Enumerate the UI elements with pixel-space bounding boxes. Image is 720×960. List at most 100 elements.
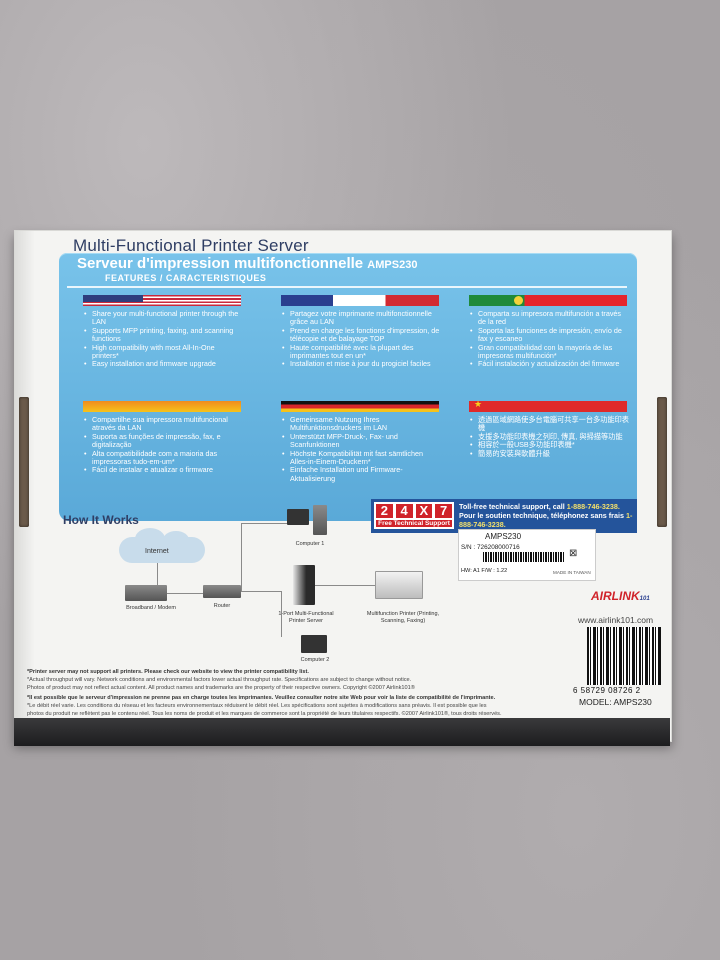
feature-item: Installation et mise à jour du progiciel…: [282, 360, 441, 370]
us-flag-icon: [83, 295, 241, 306]
feature-item: Comparta su impresora multifunción a tra…: [470, 309, 629, 327]
subtitle-text: Serveur d'impression multifonctionnelle: [77, 255, 364, 272]
feature-item: 簡易的安裝與軟體升級: [470, 449, 629, 459]
computer-2-laptop-icon: [301, 635, 327, 653]
feature-item: Fácil instalación y actualización del fi…: [470, 360, 629, 370]
portugal-flag-icon: [469, 295, 627, 306]
features-divider: [67, 286, 627, 288]
feature-item: Share your multi-functional printer thro…: [84, 309, 243, 327]
support-phone-fr: 1-888-746-3238.: [459, 511, 633, 529]
germany-flag-icon: [281, 401, 439, 412]
router-icon: [203, 585, 241, 598]
feature-item: Fácil de instalar e atualizar o firmware: [84, 466, 243, 476]
tech-support-banner: 2 4 X 7 Free Technical Support Toll-free…: [371, 499, 637, 533]
sticker-barcode: [483, 552, 565, 562]
print-server-icon: [293, 565, 315, 605]
fine-print-line: *Il est possible que le serveur d'impres…: [27, 695, 496, 701]
feature-item: Partagez votre imprimante multifonctionn…: [282, 309, 441, 327]
fine-print-line: photos du produit ne reflètent pas le co…: [27, 711, 502, 717]
badge-digit: 7: [435, 504, 452, 518]
fine-print-line: Photos of product may not reflect actual…: [27, 685, 415, 691]
support-line-fr: Pour le soutien technique, téléphonez sa…: [459, 511, 626, 520]
subtitle-model: AMPS230: [367, 259, 418, 271]
computer-2-label: Computer 2: [300, 657, 330, 663]
product-subtitle: Serveur d'impression multifonctionnelle …: [77, 255, 417, 272]
connector-line: [241, 591, 281, 592]
feature-item: Suporta as funções de impressão, fax, e …: [84, 432, 243, 450]
sticker-serial: S/N : 726208000716: [461, 544, 520, 551]
feature-item: Haute compatibilité avec la plupart des …: [282, 343, 441, 361]
connector-line: [241, 523, 287, 524]
feature-column-spanish: Comparta su impresora multifunción a tra…: [469, 295, 629, 369]
website-url: www.airlink101.com: [578, 615, 654, 625]
sticker-made-in: MADE IN TAIWAN: [553, 570, 591, 575]
fine-print-line: *Actual throughput will vary. Network co…: [27, 677, 412, 683]
airlink-sup: 101: [639, 596, 650, 602]
support-line-en: Toll-free technical support, call: [459, 502, 567, 511]
airlink-brand: AIRLINK: [591, 589, 640, 603]
feature-item: 相容於一般USB多功能印表機*: [470, 440, 629, 450]
support-phone-en: 1-888-746-3238.: [566, 502, 620, 511]
weee-bin-icon: ⊠: [569, 548, 578, 559]
fine-print-line: *Le débit réel varie. Les conditions du …: [27, 703, 487, 709]
product-title: Multi-Functional Printer Server: [73, 236, 309, 255]
feature-column-english: Share your multi-functional printer thro…: [83, 295, 243, 369]
features-heading: FEATURES / CARACTERISTIQUES: [105, 273, 267, 283]
modem-label: Broadband / Modem: [126, 605, 176, 611]
badge-digit: 2: [376, 504, 393, 518]
internet-cloud-icon: [119, 528, 205, 563]
router-label: Router: [213, 603, 231, 609]
feature-item: Alta compatibilidade com a maioria das i…: [84, 449, 243, 467]
feature-item: Einfache Installation und Firmware-Aktua…: [282, 466, 441, 483]
box-bottom-edge: [14, 718, 670, 746]
box-left-slot: [19, 397, 29, 527]
model-footer: MODEL: AMPS230: [579, 697, 652, 707]
internet-label: Internet: [145, 548, 169, 555]
feature-column-french: Partagez votre imprimante multifonctionn…: [281, 295, 441, 369]
modem-icon: [125, 585, 167, 601]
24x7-badge: 2 4 X 7 Free Technical Support: [374, 502, 454, 529]
support-text: Toll-free technical support, call 1-888-…: [459, 502, 635, 529]
connector-line: [241, 523, 242, 591]
france-flag-icon: [281, 295, 439, 306]
sticker-model: AMPS230: [485, 532, 522, 541]
feature-item: Gran compatibilidad con la mayoría de la…: [470, 343, 629, 361]
sticker-hw-fw: HW: A1 F/W : 1.22: [461, 568, 508, 574]
connector-line: [167, 593, 203, 594]
feature-item: Unterstützt MFP-Druck-, Fax- und Scanfun…: [282, 432, 441, 450]
feature-item: High compatibility with most All-In-One …: [84, 343, 243, 361]
brazil-flag-icon: [83, 401, 241, 412]
feature-column-german: Gemeinsame Nutzung Ihres Multifunktionsd…: [281, 401, 441, 483]
china-flag-icon: [469, 399, 627, 412]
feature-item: Höchste Kompatibilität mit fast sämtlich…: [282, 449, 441, 467]
feature-item: Gemeinsame Nutzung Ihres Multifunktionsd…: [282, 415, 441, 433]
feature-item: Easy installation and firmware upgrade: [84, 360, 243, 370]
feature-column-chinese: 透過區域網路使多台電腦可共享一台多功能印表機 支援多功能印表機之列印, 傳真, …: [469, 399, 629, 459]
computer-1-tower-icon: [313, 505, 327, 535]
feature-item: Prend en charge les fonctions d'impressi…: [282, 326, 441, 344]
product-box: Multi-Functional Printer Server Serveur …: [14, 230, 672, 742]
airlink-logo: AIRLINK101: [591, 589, 650, 603]
connector-line: [315, 585, 375, 586]
connector-line: [281, 591, 282, 637]
printer-label: Multifunction Printer (Printing, Scannin…: [366, 611, 440, 624]
print-server-label: 1-Port Multi-Functional Printer Server: [278, 611, 334, 624]
fine-print-line: *Printer server may not support all prin…: [27, 669, 309, 675]
feature-item: Supports MFP printing, faxing, and scann…: [84, 326, 243, 344]
feature-column-portuguese: Compartilhe sua impressora multifunciona…: [83, 401, 243, 475]
multifunction-printer-icon: [375, 571, 423, 599]
feature-item: Compartilhe sua impressora multifunciona…: [84, 415, 243, 433]
upc-barcode: [587, 627, 661, 685]
features-panel: Serveur d'impression multifonctionnelle …: [59, 253, 637, 521]
feature-item: Soporta las funciones de impresión, enví…: [470, 326, 629, 344]
computer-1-label: Computer 1: [295, 541, 325, 547]
badge-subtitle: Free Technical Support: [376, 520, 452, 527]
how-it-works-heading: How It Works: [63, 513, 139, 527]
barcode-numbers: 6 58729 08726 2: [573, 686, 641, 695]
badge-digit: 4: [395, 504, 413, 518]
feature-item: 透過區域網路使多台電腦可共享一台多功能印表機: [470, 415, 629, 433]
box-right-slot: [657, 397, 667, 527]
network-diagram: Internet Broadband / Modem Router Comput…: [105, 505, 535, 671]
feature-item: 支援多功能印表機之列印, 傳真, 與掃描等功能: [470, 432, 629, 442]
badge-digit: X: [415, 504, 433, 518]
